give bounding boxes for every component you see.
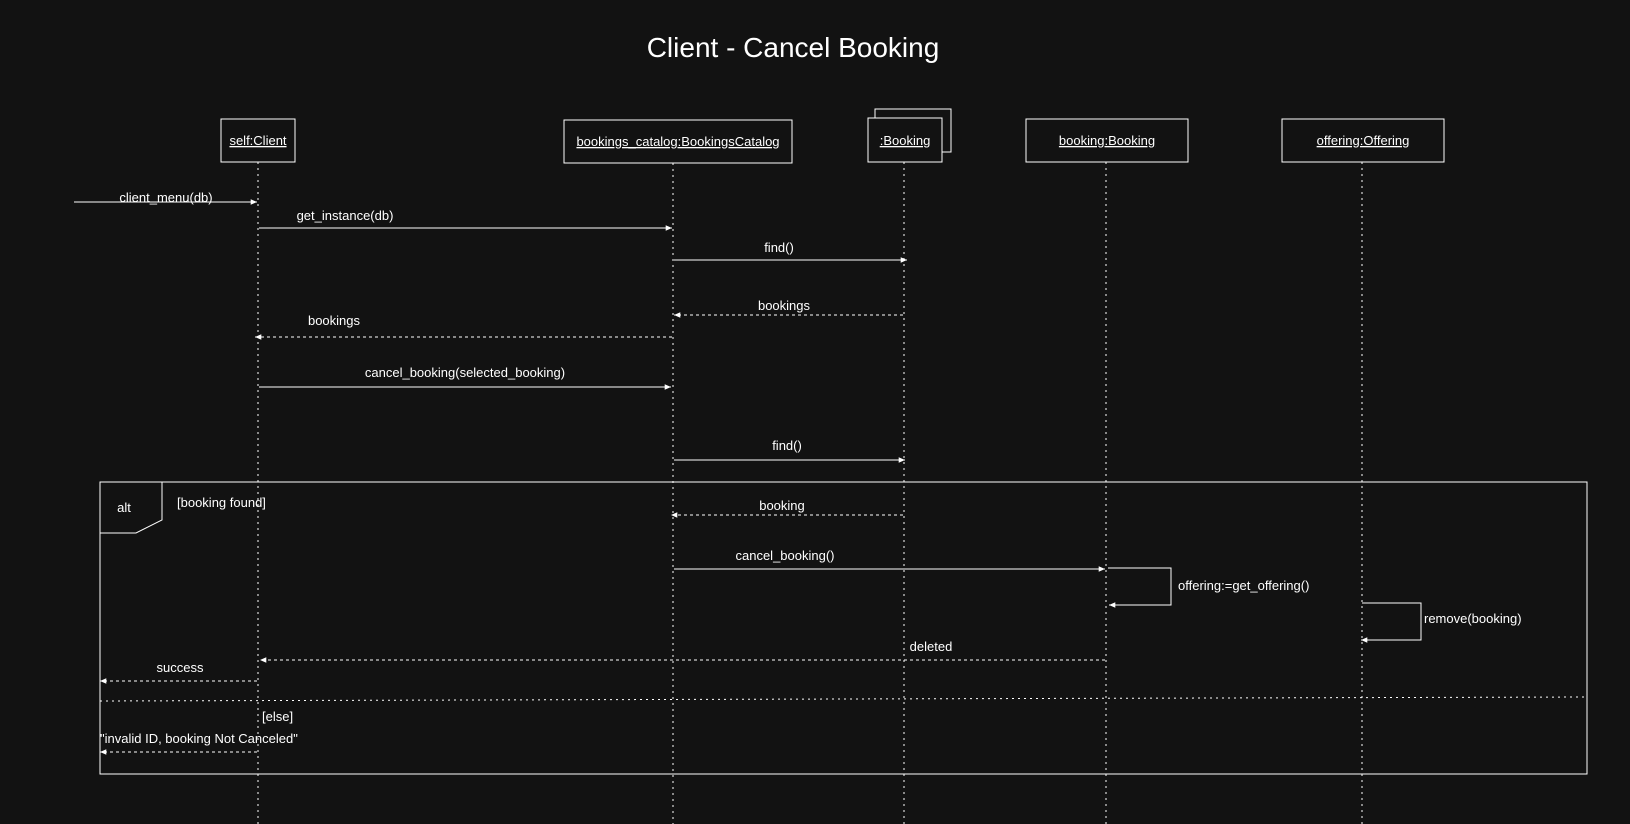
lifeline-bookings-multi[interactable]: :Booking	[867, 108, 952, 163]
alt-guard-label: [booking found]	[177, 495, 266, 510]
message-label: find()	[764, 240, 794, 255]
message-return-success[interactable]: success	[100, 660, 257, 684]
lifeline-offering-label: offering:Offering	[1317, 133, 1410, 148]
alt-operator-tab	[99, 481, 163, 534]
message-self-remove-booking[interactable]: remove(booking)	[1361, 602, 1522, 643]
lifeline-bookings-multi-label: :Booking	[880, 133, 931, 148]
message-arrow	[1108, 567, 1172, 608]
message-label: booking	[759, 498, 805, 513]
lifeline-client-box	[220, 118, 296, 163]
message-self-get-offering[interactable]: offering:=get_offering()	[1108, 567, 1309, 608]
message-arrow	[1361, 602, 1422, 643]
alt-else-guard: [else]	[262, 709, 293, 724]
lifeline-offering-box	[1281, 118, 1445, 163]
message-label: deleted	[910, 639, 953, 654]
message-label: bookings	[308, 313, 361, 328]
message-return-deleted[interactable]: deleted	[260, 639, 1105, 663]
message-find-2[interactable]: find()	[674, 438, 905, 463]
message-return-invalid[interactable]: "invalid ID, booking Not Canceled"	[100, 731, 298, 755]
message-cancel-booking[interactable]: cancel_booking()	[674, 548, 1105, 572]
alt-else-divider	[99, 696, 1588, 702]
message-label: cancel_booking()	[735, 548, 834, 563]
lifeline-booking[interactable]: booking:Booking	[1025, 118, 1189, 163]
lifeline-lines	[257, 162, 1363, 824]
message-label: bookings	[758, 298, 811, 313]
alt-fragment-frame	[99, 481, 1588, 775]
message-find-1[interactable]: find()	[674, 240, 907, 263]
message-label: client_menu(db)	[119, 190, 212, 205]
message-label: success	[157, 660, 204, 675]
message-return-bookings-1[interactable]: bookings	[674, 298, 903, 318]
lifeline-catalog-label: bookings_catalog:BookingsCatalog	[576, 134, 779, 149]
lifeline-client-label: self:Client	[229, 133, 286, 148]
lifeline-booking-label: booking:Booking	[1059, 133, 1155, 148]
alt-fragment: alt [booking found] [else]	[99, 481, 1588, 775]
lifeline-catalog-box	[563, 119, 793, 164]
message-return-bookings-2[interactable]: bookings	[255, 313, 672, 340]
message-label: offering:=get_offering()	[1178, 578, 1309, 593]
message-label: get_instance(db)	[297, 208, 394, 223]
lifeline-bookings-multi-box	[867, 117, 943, 163]
message-get-instance[interactable]: get_instance(db)	[259, 208, 672, 231]
lifeline-offering[interactable]: offering:Offering	[1281, 118, 1445, 163]
message-cancel-booking-selected[interactable]: cancel_booking(selected_booking)	[259, 365, 671, 390]
diagram-title: Client - Cancel Booking	[647, 32, 940, 63]
lifeline-booking-box	[1025, 118, 1189, 163]
message-label: find()	[772, 438, 802, 453]
alt-operator-label: alt	[117, 500, 131, 515]
message-label: cancel_booking(selected_booking)	[365, 365, 565, 380]
message-return-booking[interactable]: booking	[671, 498, 903, 518]
lifeline-client[interactable]: self:Client	[220, 118, 296, 163]
message-label: remove(booking)	[1424, 611, 1522, 626]
lifeline-catalog[interactable]: bookings_catalog:BookingsCatalog	[563, 119, 793, 164]
message-label: "invalid ID, booking Not Canceled"	[100, 731, 298, 746]
message-client-menu[interactable]: client_menu(db)	[74, 190, 257, 205]
